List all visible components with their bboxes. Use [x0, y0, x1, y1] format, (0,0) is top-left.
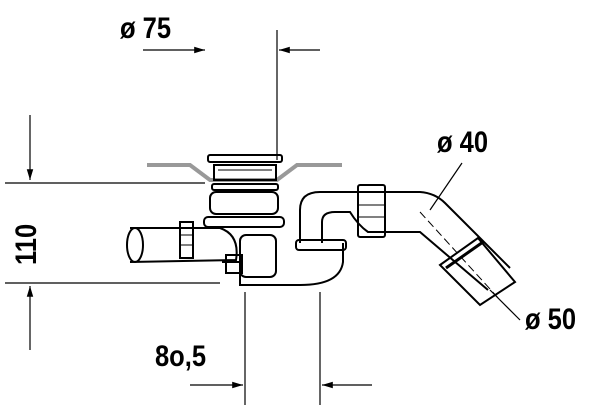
- height-dimension-label: 110: [10, 223, 43, 265]
- trap-diameter-label: ø 40: [437, 126, 489, 159]
- outlet-diameter-label: ø 50: [525, 303, 577, 336]
- drain-diameter-label: ø 75: [120, 12, 172, 45]
- drain-assembly: [126, 154, 517, 307]
- tub-edge: [147, 163, 342, 182]
- dimension-lines: [5, 30, 521, 405]
- offset-dimension-label: 8o,5: [155, 340, 207, 373]
